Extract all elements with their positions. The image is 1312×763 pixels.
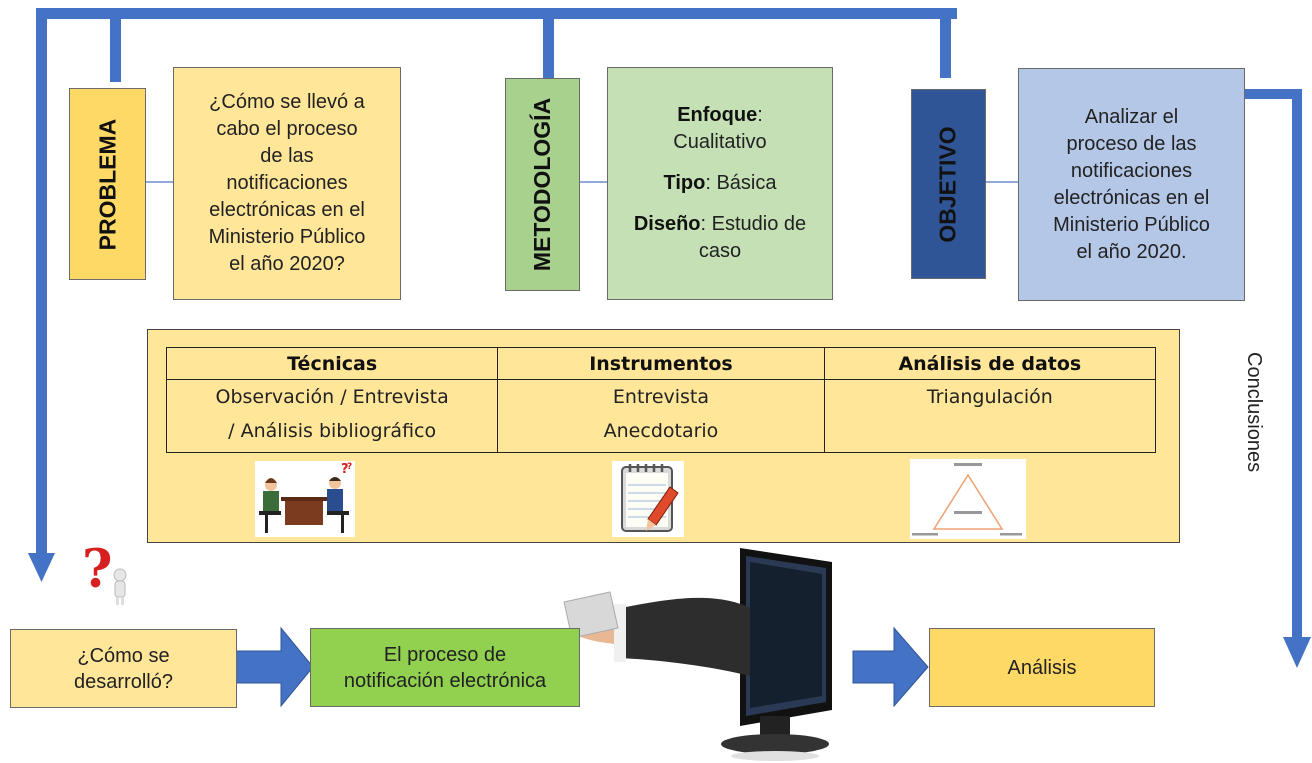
drop-methodology [543,8,554,80]
flow-step-question: ¿Cómo se desarrolló? [10,629,237,708]
drop-problem [110,8,121,82]
type-value: Básica [716,172,777,194]
methodology-box: Enfoque:Cualitativo Tipo: Básica Diseño:… [607,67,833,300]
notepad-icon [612,461,684,537]
problem-label: PROBLEMA [69,88,146,280]
cell-instruments: Entrevista Anecdotario [497,379,825,453]
problem-box: ¿Cómo se llevó a cabo el proceso de las … [173,67,401,300]
problem-text: ¿Cómo se llevó a cabo el proceso de las … [208,91,366,275]
left-down-arrowhead [28,553,55,582]
header-data-analysis: Análisis de datos [823,347,1157,380]
right-connector-bar [1244,89,1302,99]
header-techniques: Técnicas [165,347,499,380]
methodology-line-type: Tipo: Básica [663,172,777,194]
design-key: Diseño [633,213,701,235]
methodology-line-approach: Enfoque:Cualitativo [673,104,767,153]
top-connector-bar [36,8,957,19]
interview-illustration: ? ? [255,461,355,537]
header-instruments: Instrumentos [497,347,825,380]
techniques-table: Técnicas Instrumentos Análisis de datos … [165,347,1157,453]
methodology-label-text: METODOLOGÍA [529,97,556,272]
methodology-line-design: Diseño: Estudio de caso [633,213,807,262]
svg-text:?: ? [341,462,349,477]
question-figure-icon: ? [82,539,127,605]
cell-techniques: Observación / Entrevista / Análisis bibl… [165,379,499,453]
table-header-row: Técnicas Instrumentos Análisis de datos [165,347,1157,380]
svg-text:?: ? [82,539,112,600]
drop-objective [940,8,951,78]
flow-arrow-2 [852,626,929,708]
objective-text: Analizar el proceso de las notificacione… [1053,105,1210,263]
right-down-arrowhead [1283,637,1311,668]
table-row: Observación / Entrevista / Análisis bibl… [165,379,1157,453]
objective-label: OBJETIVO [911,89,986,279]
right-connector-line [1292,89,1302,637]
cell-data-analysis: Triangulación [823,379,1157,453]
objective-label-text: OBJETIVO [935,125,961,243]
triangulation-diagram [910,459,1026,539]
approach-value: Cualitativo [673,131,767,153]
monitor-hand-illustration [563,548,832,761]
flow-step-analysis: Análisis [929,628,1155,707]
design-value: Estudio de caso [698,213,807,262]
methodology-label: METODOLOGÍA [505,78,580,291]
left-connector-line [36,8,47,553]
flow-arrow-1 [235,626,314,708]
type-key: Tipo [663,172,706,194]
approach-key: Enfoque [677,104,758,126]
problem-label-text: PROBLEMA [94,118,120,250]
objective-box: Analizar el proceso de las notificacione… [1018,68,1245,301]
svg-text:?: ? [347,462,352,472]
flow-step-process: El proceso de notificación electrónica [310,628,580,707]
conclusions-label: Conclusiones [1243,352,1265,473]
